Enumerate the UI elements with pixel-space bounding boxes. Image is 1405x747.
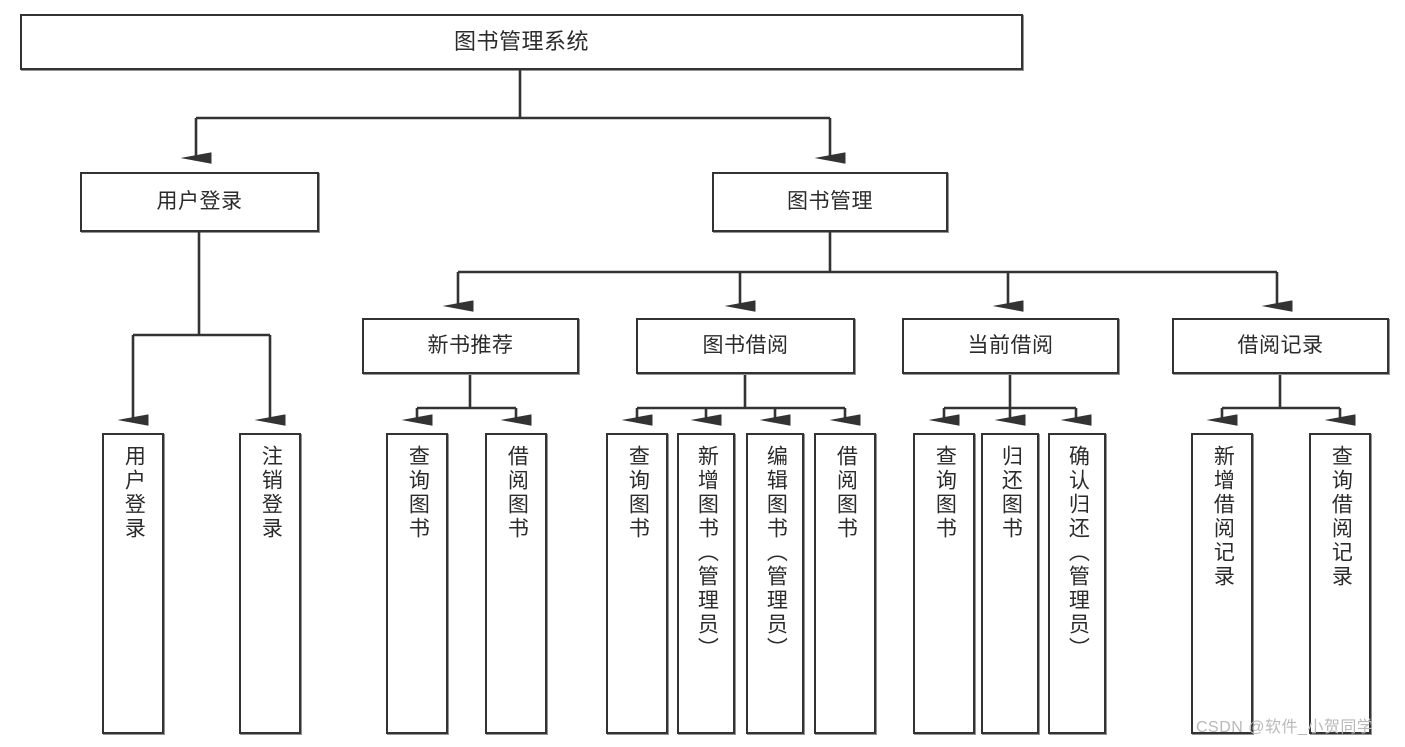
- node-leaf-query-book-recommend[interactable]: 查询图书: [386, 433, 448, 734]
- node-leaf-user-login[interactable]: 用户登录: [102, 433, 164, 734]
- node-leaf-query-book-current[interactable]: 查询图书: [913, 433, 975, 734]
- node-label: 图书管理: [787, 189, 873, 213]
- node-label: 用户登录: [156, 189, 243, 213]
- node-user-login[interactable]: 用户登录: [80, 172, 319, 232]
- node-label: 借阅图书: [834, 445, 858, 541]
- node-label: 查询图书: [933, 445, 957, 541]
- node-leaf-borrow-book-recommend[interactable]: 借阅图书: [485, 433, 547, 734]
- node-book-management[interactable]: 图书管理: [712, 172, 948, 232]
- node-label: 查询图书: [406, 445, 430, 541]
- node-label: 借阅记录: [1237, 333, 1324, 357]
- node-label: 查询图书: [626, 445, 650, 541]
- node-label: 确认归还（管理员）: [1066, 445, 1090, 661]
- node-label: 当前借阅: [967, 333, 1054, 357]
- node-label: 新增借阅记录: [1211, 445, 1235, 589]
- node-leaf-query-book-borrow[interactable]: 查询图书: [606, 433, 668, 734]
- node-leaf-borrow-book[interactable]: 借阅图书: [814, 433, 876, 734]
- node-current-borrow[interactable]: 当前借阅: [902, 318, 1119, 374]
- node-label: 借阅图书: [505, 445, 529, 541]
- node-label: 注销登录: [259, 445, 283, 541]
- node-label: 图书借阅: [702, 333, 789, 357]
- node-leaf-add-book[interactable]: 新增图书（管理员）: [677, 433, 735, 734]
- node-label: 用户登录: [122, 445, 146, 541]
- node-label: 新增图书（管理员）: [695, 445, 719, 661]
- node-label: 新书推荐: [427, 333, 514, 357]
- node-leaf-return-book[interactable]: 归还图书: [981, 433, 1039, 734]
- node-leaf-confirm-return[interactable]: 确认归还（管理员）: [1048, 433, 1106, 734]
- node-leaf-add-borrow-record[interactable]: 新增借阅记录: [1191, 433, 1253, 734]
- node-borrow-record[interactable]: 借阅记录: [1172, 318, 1389, 374]
- node-label: 图书管理系统: [453, 29, 589, 55]
- node-root-book-management-system[interactable]: 图书管理系统: [20, 14, 1023, 70]
- node-leaf-logout-login[interactable]: 注销登录: [239, 433, 301, 734]
- node-leaf-edit-book[interactable]: 编辑图书（管理员）: [746, 433, 804, 734]
- node-label: 归还图书: [999, 445, 1023, 541]
- node-label: 编辑图书（管理员）: [764, 445, 788, 661]
- node-new-book-recommend[interactable]: 新书推荐: [362, 318, 579, 374]
- node-leaf-query-borrow-record[interactable]: 查询借阅记录: [1309, 433, 1371, 734]
- node-book-borrow[interactable]: 图书借阅: [636, 318, 855, 374]
- csdn-watermark: CSDN @软件_小贺同学: [1196, 719, 1374, 736]
- node-label: 查询借阅记录: [1329, 445, 1353, 589]
